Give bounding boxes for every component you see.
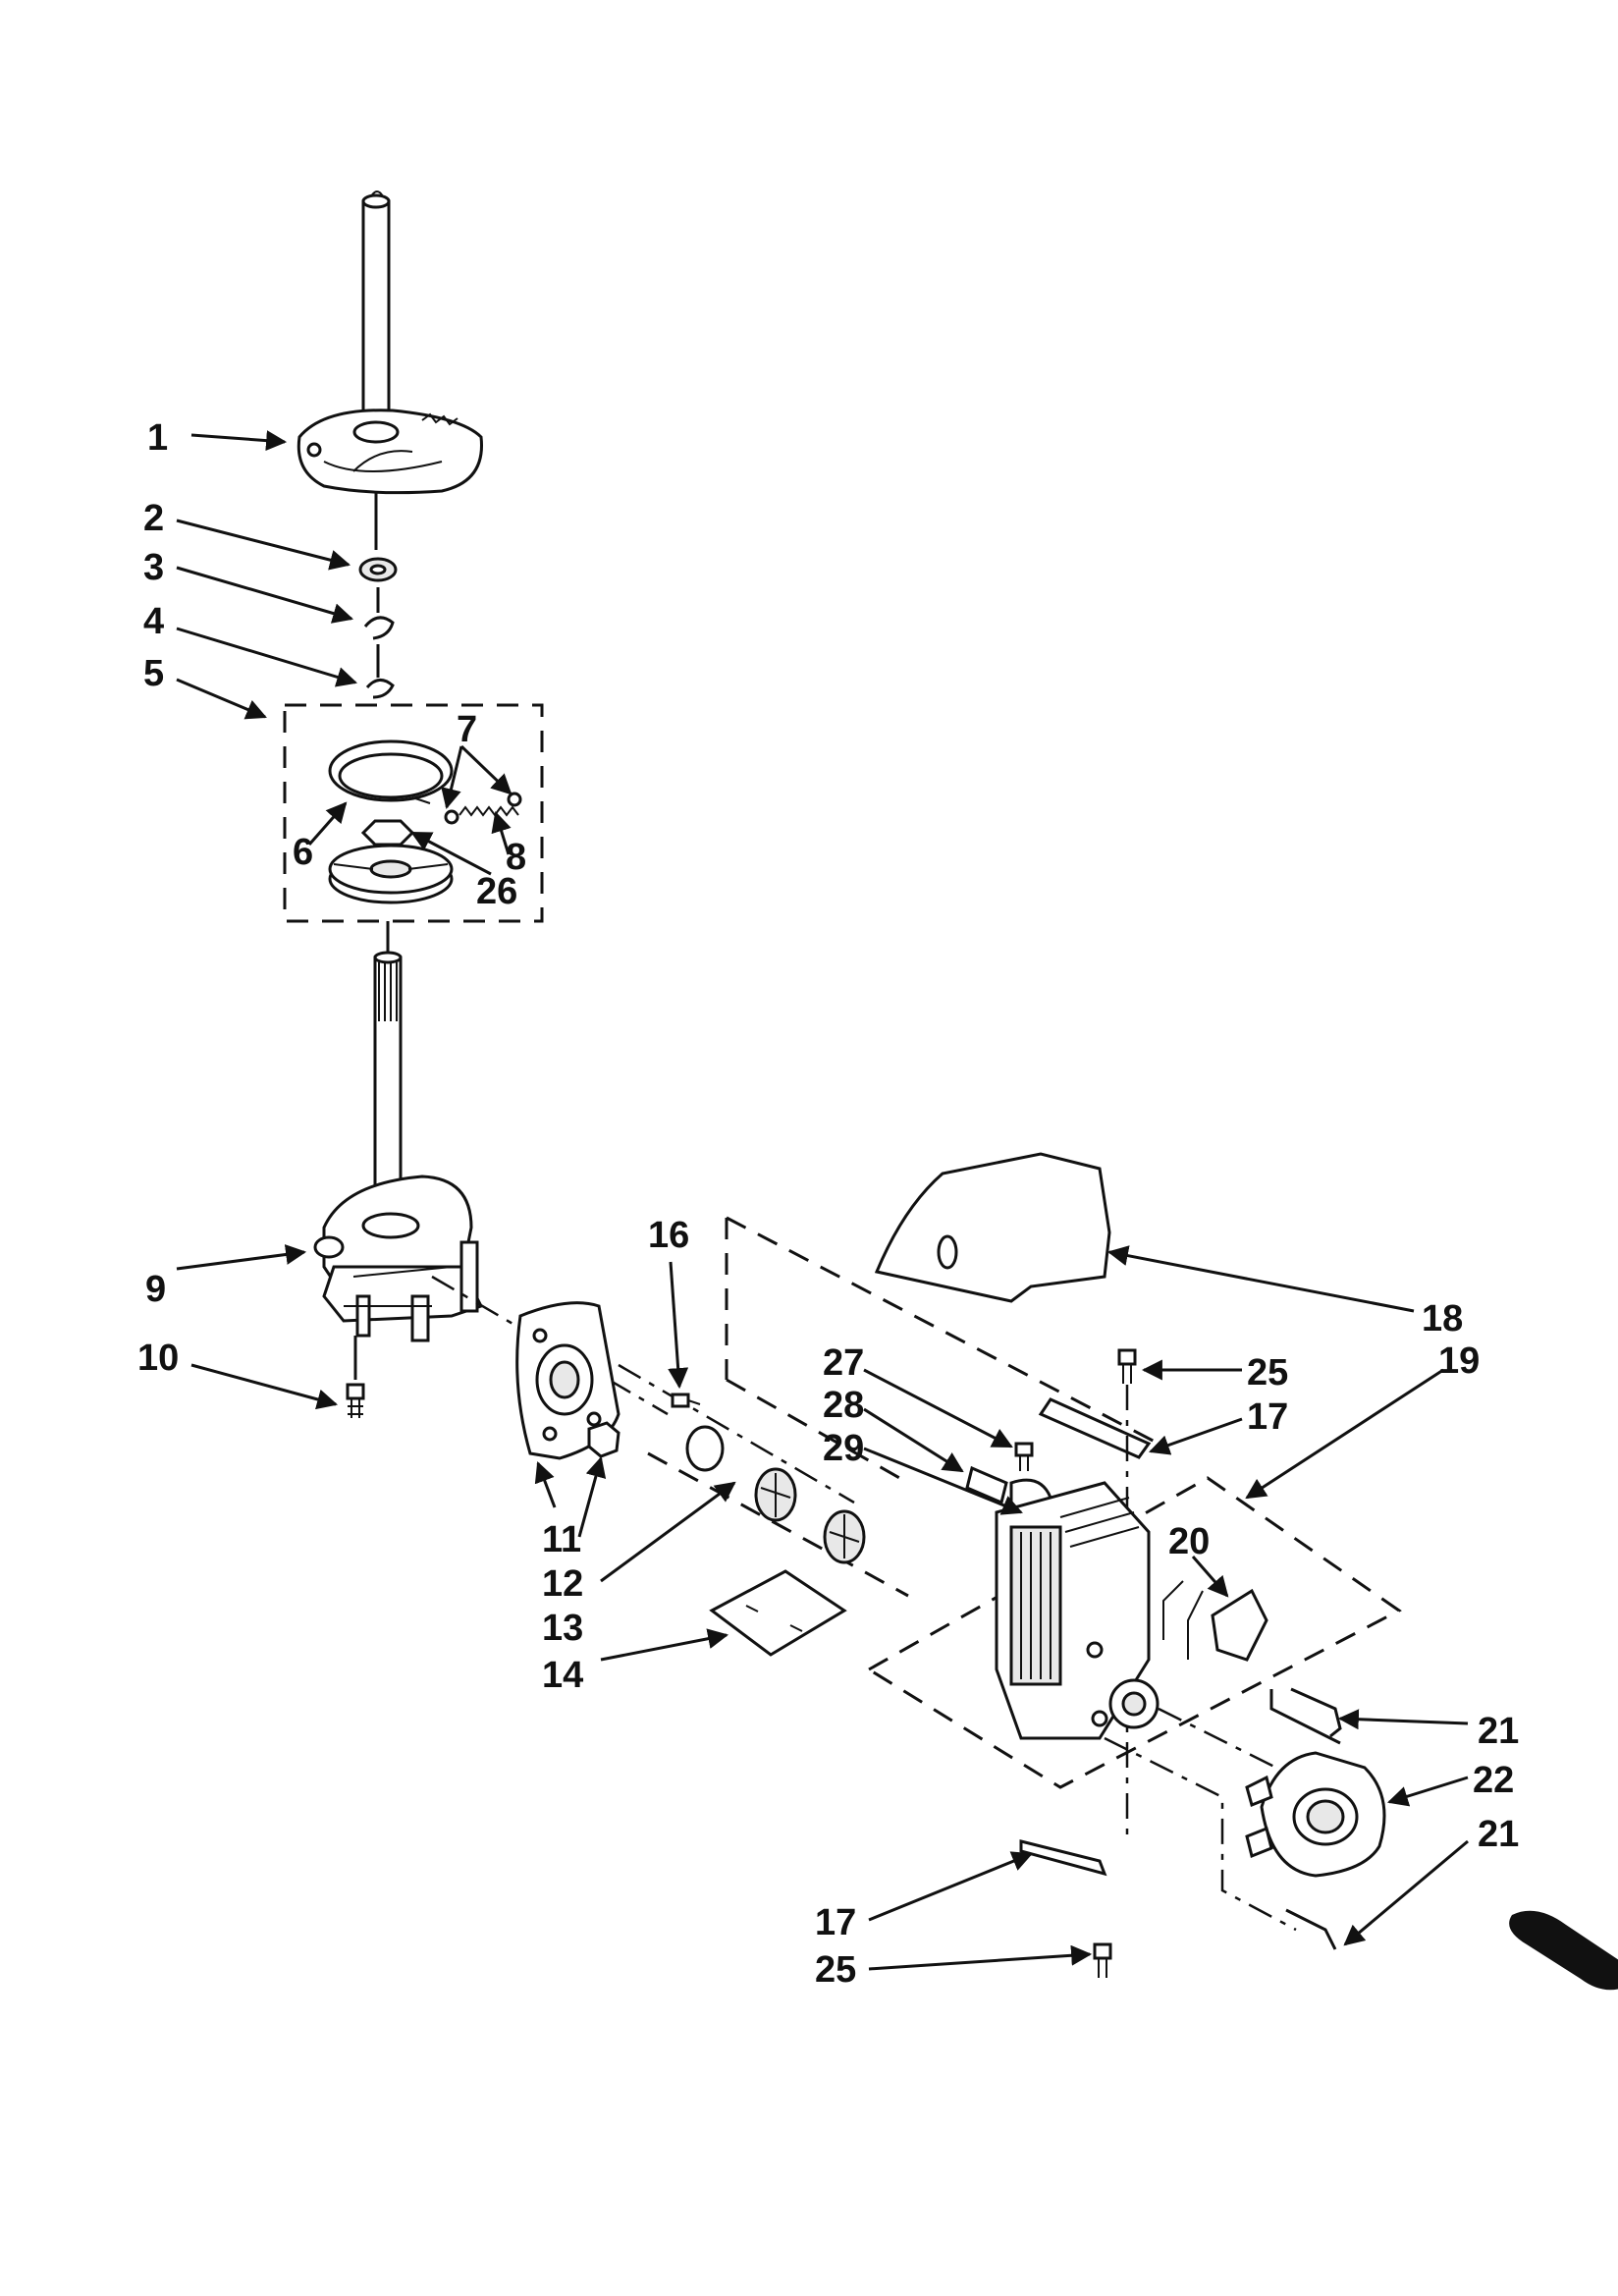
label-11: 11 bbox=[542, 1519, 581, 1560]
label-12: 12 bbox=[542, 1563, 583, 1605]
label-7: 7 bbox=[457, 709, 477, 750]
part-9-gearcase bbox=[313, 1175, 484, 1342]
label-22: 22 bbox=[1473, 1760, 1514, 1801]
label-6: 6 bbox=[293, 832, 313, 873]
label-13: 13 bbox=[542, 1608, 583, 1649]
agitator-shaft bbox=[373, 951, 403, 1210]
label-10: 10 bbox=[137, 1338, 179, 1379]
motor-assembly bbox=[725, 1152, 1618, 1991]
pump-coupler-assembly bbox=[431, 1275, 909, 1657]
part-4-ring bbox=[365, 679, 395, 699]
label-20: 20 bbox=[1168, 1521, 1210, 1562]
label-3: 3 bbox=[143, 547, 164, 588]
part-6-brake-band bbox=[328, 739, 454, 804]
part-3-clip bbox=[363, 616, 395, 640]
drive-shaft-assembly bbox=[283, 191, 544, 1418]
part-25-bolt-upper bbox=[1117, 1348, 1137, 1384]
label-16: 16 bbox=[648, 1215, 689, 1256]
part-14-shield bbox=[709, 1569, 847, 1657]
part-25-bolt-lower bbox=[1093, 1942, 1112, 1978]
label-21-lower: 21 bbox=[1478, 1814, 1519, 1855]
part-17-clip-upper bbox=[1038, 1397, 1152, 1459]
spin-tube-shaft bbox=[361, 191, 391, 439]
part-26-driver bbox=[360, 819, 415, 847]
part-8-spring bbox=[444, 792, 522, 825]
brake-hub bbox=[328, 844, 454, 904]
part-22-end-bell bbox=[1245, 1751, 1386, 1878]
label-17-upper: 17 bbox=[1247, 1396, 1288, 1438]
part-21-clip-upper bbox=[1290, 1687, 1342, 1738]
label-5: 5 bbox=[143, 653, 164, 694]
hand-marker-graphic bbox=[1509, 1910, 1618, 1991]
part-13-coupler bbox=[685, 1425, 866, 1564]
part-18-motor-shield bbox=[874, 1152, 1111, 1303]
label-27: 27 bbox=[823, 1342, 864, 1384]
label-19: 19 bbox=[1438, 1340, 1480, 1382]
label-25-lower: 25 bbox=[815, 1949, 856, 1991]
label-21-upper: 21 bbox=[1478, 1711, 1519, 1752]
leader-lines bbox=[176, 430, 1469, 1971]
part-10-screw bbox=[346, 1383, 365, 1418]
part-12-bushing bbox=[587, 1421, 620, 1458]
part-5-kit-box bbox=[283, 703, 544, 923]
label-14: 14 bbox=[542, 1655, 583, 1696]
part-labels: 1 2 3 4 5 7 6 8 26 9 10 16 11 12 13 14 2… bbox=[137, 417, 1519, 1991]
part-20-switch bbox=[1162, 1580, 1268, 1662]
label-9: 9 bbox=[145, 1269, 166, 1310]
label-4: 4 bbox=[143, 601, 164, 642]
label-8: 8 bbox=[506, 837, 526, 878]
label-25-upper: 25 bbox=[1247, 1352, 1288, 1394]
part-27-screw bbox=[1014, 1442, 1034, 1471]
part-2-washer bbox=[358, 557, 398, 582]
label-29: 29 bbox=[823, 1428, 864, 1469]
part-16-screw bbox=[671, 1393, 701, 1408]
label-2: 2 bbox=[143, 498, 164, 539]
label-28: 28 bbox=[823, 1385, 864, 1426]
label-18: 18 bbox=[1422, 1298, 1463, 1339]
motor bbox=[995, 1481, 1160, 1740]
label-26: 26 bbox=[476, 871, 517, 912]
part-17-clip-lower bbox=[1019, 1839, 1107, 1877]
part-1-cam-plate bbox=[297, 409, 483, 495]
label-1: 1 bbox=[147, 417, 168, 459]
label-17-lower: 17 bbox=[815, 1902, 856, 1943]
part-21-clip-lower bbox=[1285, 1908, 1337, 1950]
